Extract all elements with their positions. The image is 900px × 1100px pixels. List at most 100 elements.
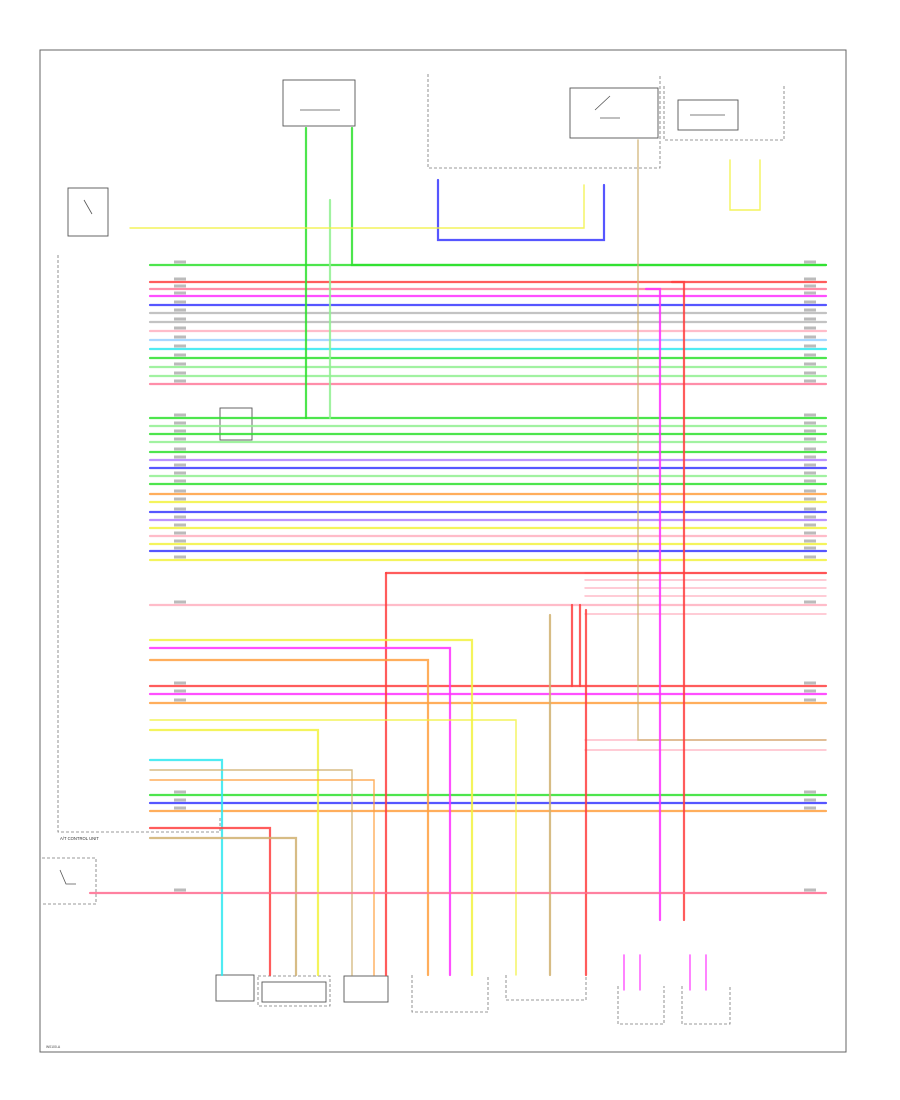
vertical-wire [436, 178, 606, 242]
top-fuse-box [282, 79, 356, 127]
pin-label-mark [804, 681, 816, 685]
pin-label-mark [804, 371, 816, 375]
pin-label-mark [804, 507, 816, 511]
pin-label-mark [804, 531, 816, 535]
pin-label-mark [804, 689, 816, 693]
pin-label-mark [804, 806, 816, 810]
pin-label-mark [174, 353, 186, 357]
pin-label-mark [174, 335, 186, 339]
vertical-wire [148, 758, 224, 977]
vertical-wire [129, 184, 585, 229]
pin-label-mark [804, 479, 816, 483]
pin-label-mark [804, 308, 816, 312]
top-switch-box [427, 74, 661, 169]
pin-label-mark [804, 523, 816, 527]
pin-label-mark [804, 489, 816, 493]
pin-label-mark [804, 790, 816, 794]
vertical-wire [350, 126, 828, 267]
vertical-wire [149, 769, 353, 976]
pin-label-mark [174, 515, 186, 519]
pin-label-mark [804, 546, 816, 550]
pin-label-mark [804, 455, 816, 459]
pin-label-mark [174, 790, 186, 794]
page-reference: W0100-A [46, 1045, 61, 1049]
pin-label-mark [804, 353, 816, 357]
pin-label-mark [174, 421, 186, 425]
pin-label-mark [804, 698, 816, 702]
pin-label-mark [804, 600, 816, 604]
pin-label-mark [804, 317, 816, 321]
pin-label-mark [804, 888, 816, 892]
pin-label-mark [174, 447, 186, 451]
pin-label-mark [174, 291, 186, 295]
top-right-relay [663, 86, 785, 141]
left-sensor-top [67, 187, 109, 237]
wire-layer [88, 126, 828, 991]
pin-label-mark [804, 291, 816, 295]
pin-label-mark [174, 300, 186, 304]
bottom-comp-3 [343, 975, 389, 1003]
pin-label-mark [174, 489, 186, 493]
pin-label-mark [804, 798, 816, 802]
pin-label-mark [174, 437, 186, 441]
vertical-wire [149, 719, 517, 976]
pin-label-mark [174, 260, 186, 264]
bottom-comp-5 [505, 975, 587, 1001]
pin-label-mark [804, 447, 816, 451]
vertical-wire [637, 139, 827, 741]
pin-label-mark [174, 497, 186, 501]
pin-label-mark [174, 326, 186, 330]
bottom-comp-7 [681, 986, 731, 1025]
pin-label-mark [174, 523, 186, 527]
vertical-wire [148, 646, 452, 977]
bottom-comp-6 [617, 986, 665, 1025]
pin-label-mark [174, 798, 186, 802]
pin-label-mark [174, 379, 186, 383]
control-unit-label: A/T CONTROL UNIT [60, 836, 99, 841]
pin-label-mark [174, 555, 186, 559]
pin-label-mark [174, 284, 186, 288]
pin-label-mark [804, 344, 816, 348]
pin-label-mark [804, 379, 816, 383]
pin-label-mark [804, 463, 816, 467]
vertical-wire [729, 159, 761, 211]
pin-label-mark [804, 362, 816, 366]
pin-label-mark [804, 497, 816, 501]
pin-label-mark [174, 531, 186, 535]
left-sensor-bottom [42, 857, 97, 905]
pin-label-mark [174, 362, 186, 366]
pin-label-mark [174, 455, 186, 459]
vertical-wire [148, 826, 272, 977]
pin-label-mark [804, 555, 816, 559]
pin-label-mark [804, 515, 816, 519]
pin-label-mark [804, 284, 816, 288]
pin-label-mark [174, 471, 186, 475]
vertical-wire [670, 280, 686, 922]
pin-label-mark [174, 277, 186, 281]
control-unit-outline [57, 255, 221, 833]
pin-label-mark [174, 546, 186, 550]
pin-label-mark [174, 317, 186, 321]
pin-label-mark [804, 413, 816, 417]
pin-label-mark [174, 806, 186, 810]
diagram-frame [39, 49, 847, 1053]
pin-label-mark [174, 689, 186, 693]
pin-label-mark [804, 335, 816, 339]
pin-label-mark [174, 507, 186, 511]
pin-label-mark [174, 888, 186, 892]
vertical-wire [148, 638, 474, 977]
bottom-comp-4 [411, 975, 489, 1013]
pin-label-mark [174, 698, 186, 702]
pin-label-mark [174, 308, 186, 312]
bottom-comp-2 [257, 975, 331, 1007]
pin-label-mark [174, 479, 186, 483]
pin-label-mark [174, 539, 186, 543]
pin-label-mark [804, 277, 816, 281]
pin-label-mark [804, 471, 816, 475]
pin-label-mark [804, 429, 816, 433]
pin-label-mark [804, 326, 816, 330]
pin-label-mark [804, 539, 816, 543]
vertical-wire [148, 728, 320, 977]
pin-label-mark [804, 260, 816, 264]
